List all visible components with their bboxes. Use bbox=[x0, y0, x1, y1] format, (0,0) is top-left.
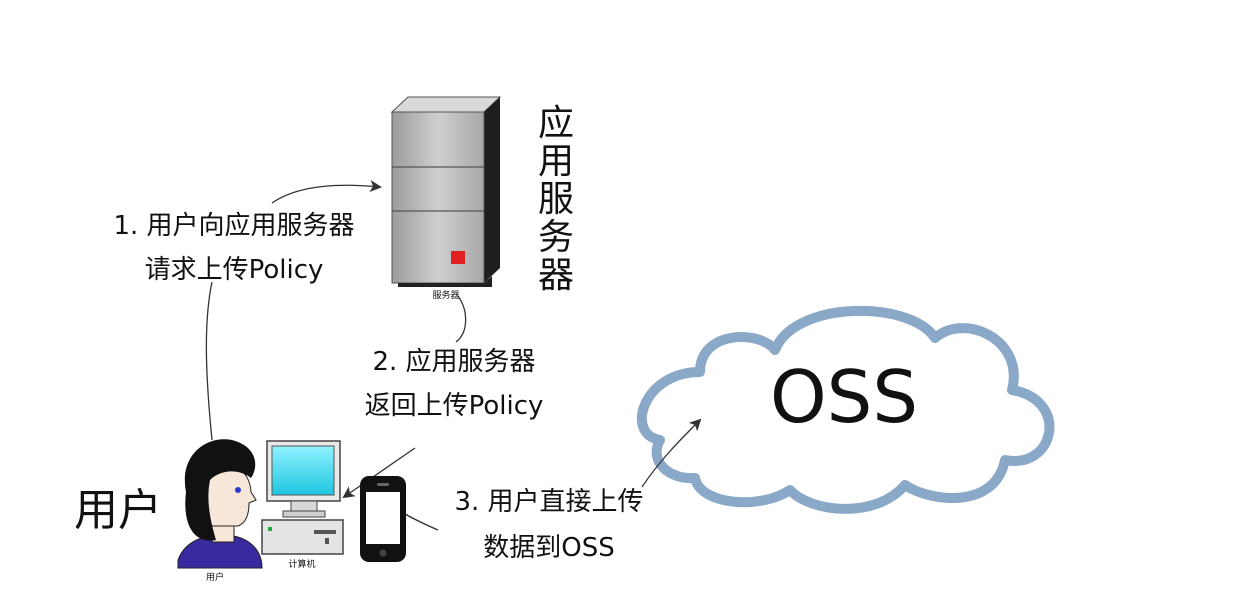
oss-cloud: OSS bbox=[637, 305, 1055, 514]
step3-line2: 数据到OSS bbox=[483, 533, 614, 563]
step1-line2: 请求上传Policy bbox=[145, 255, 324, 285]
smartphone-icon bbox=[360, 476, 406, 562]
server-title-char-3: 服 bbox=[538, 179, 574, 220]
server-title-char-5: 器 bbox=[538, 255, 574, 296]
server-title-char-1: 应 bbox=[538, 103, 574, 144]
server-icon bbox=[390, 96, 502, 287]
step1-line1: 1. 用户向应用服务器 bbox=[113, 211, 354, 241]
server-title: 应 用 服 务 器 bbox=[538, 103, 574, 296]
step2-line2: 返回上传Policy bbox=[365, 391, 544, 421]
user-avatar-icon bbox=[177, 439, 263, 569]
step1-connector-line bbox=[205, 281, 213, 441]
computer-caption: 计算机 bbox=[288, 558, 315, 570]
step3-line1: 3. 用户直接上传 bbox=[454, 487, 643, 517]
user-caption: 用户 bbox=[206, 571, 224, 583]
user-label: 用户 bbox=[74, 485, 162, 536]
server-title-char-2: 用 bbox=[538, 141, 574, 182]
step2-arrow bbox=[342, 447, 416, 499]
step2-connector-line bbox=[455, 295, 467, 343]
server-indicator-light bbox=[451, 251, 465, 264]
oss-label: OSS bbox=[770, 355, 918, 439]
computer-icon bbox=[261, 440, 344, 555]
step2-line1: 2. 应用服务器 bbox=[372, 347, 535, 377]
step3-arrow bbox=[641, 418, 702, 488]
step1-arrow bbox=[271, 180, 382, 204]
monitor-screen bbox=[271, 445, 335, 496]
server-title-char-4: 务 bbox=[538, 217, 574, 258]
server-caption: 服务器 bbox=[432, 289, 459, 301]
